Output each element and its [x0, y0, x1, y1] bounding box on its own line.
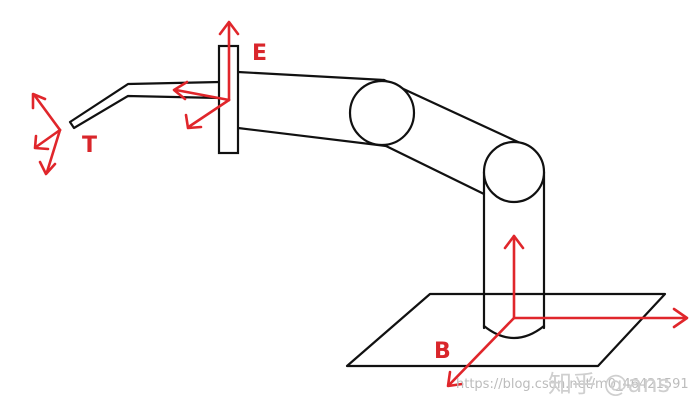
upper-arm-link: [236, 70, 388, 148]
forearm-link: [382, 78, 533, 196]
tool-frame-axes: [31, 92, 62, 176]
tool-label: T: [82, 133, 97, 158]
base-label: B: [434, 339, 451, 364]
elbow-joint: [348, 79, 416, 147]
watermark-url: https://blog.csdn.net/m0_46421591: [456, 377, 689, 392]
shoulder-joint: [482, 140, 546, 204]
base-frame-axes: [446, 234, 689, 388]
base-plane: [345, 292, 667, 368]
end-effector-frame-axes: [172, 20, 240, 130]
end-effector-label: E: [252, 41, 267, 66]
base-column: [482, 170, 546, 339]
tool-gripper: [68, 80, 222, 130]
watermark-brand: 知乎 @ans: [548, 370, 670, 398]
